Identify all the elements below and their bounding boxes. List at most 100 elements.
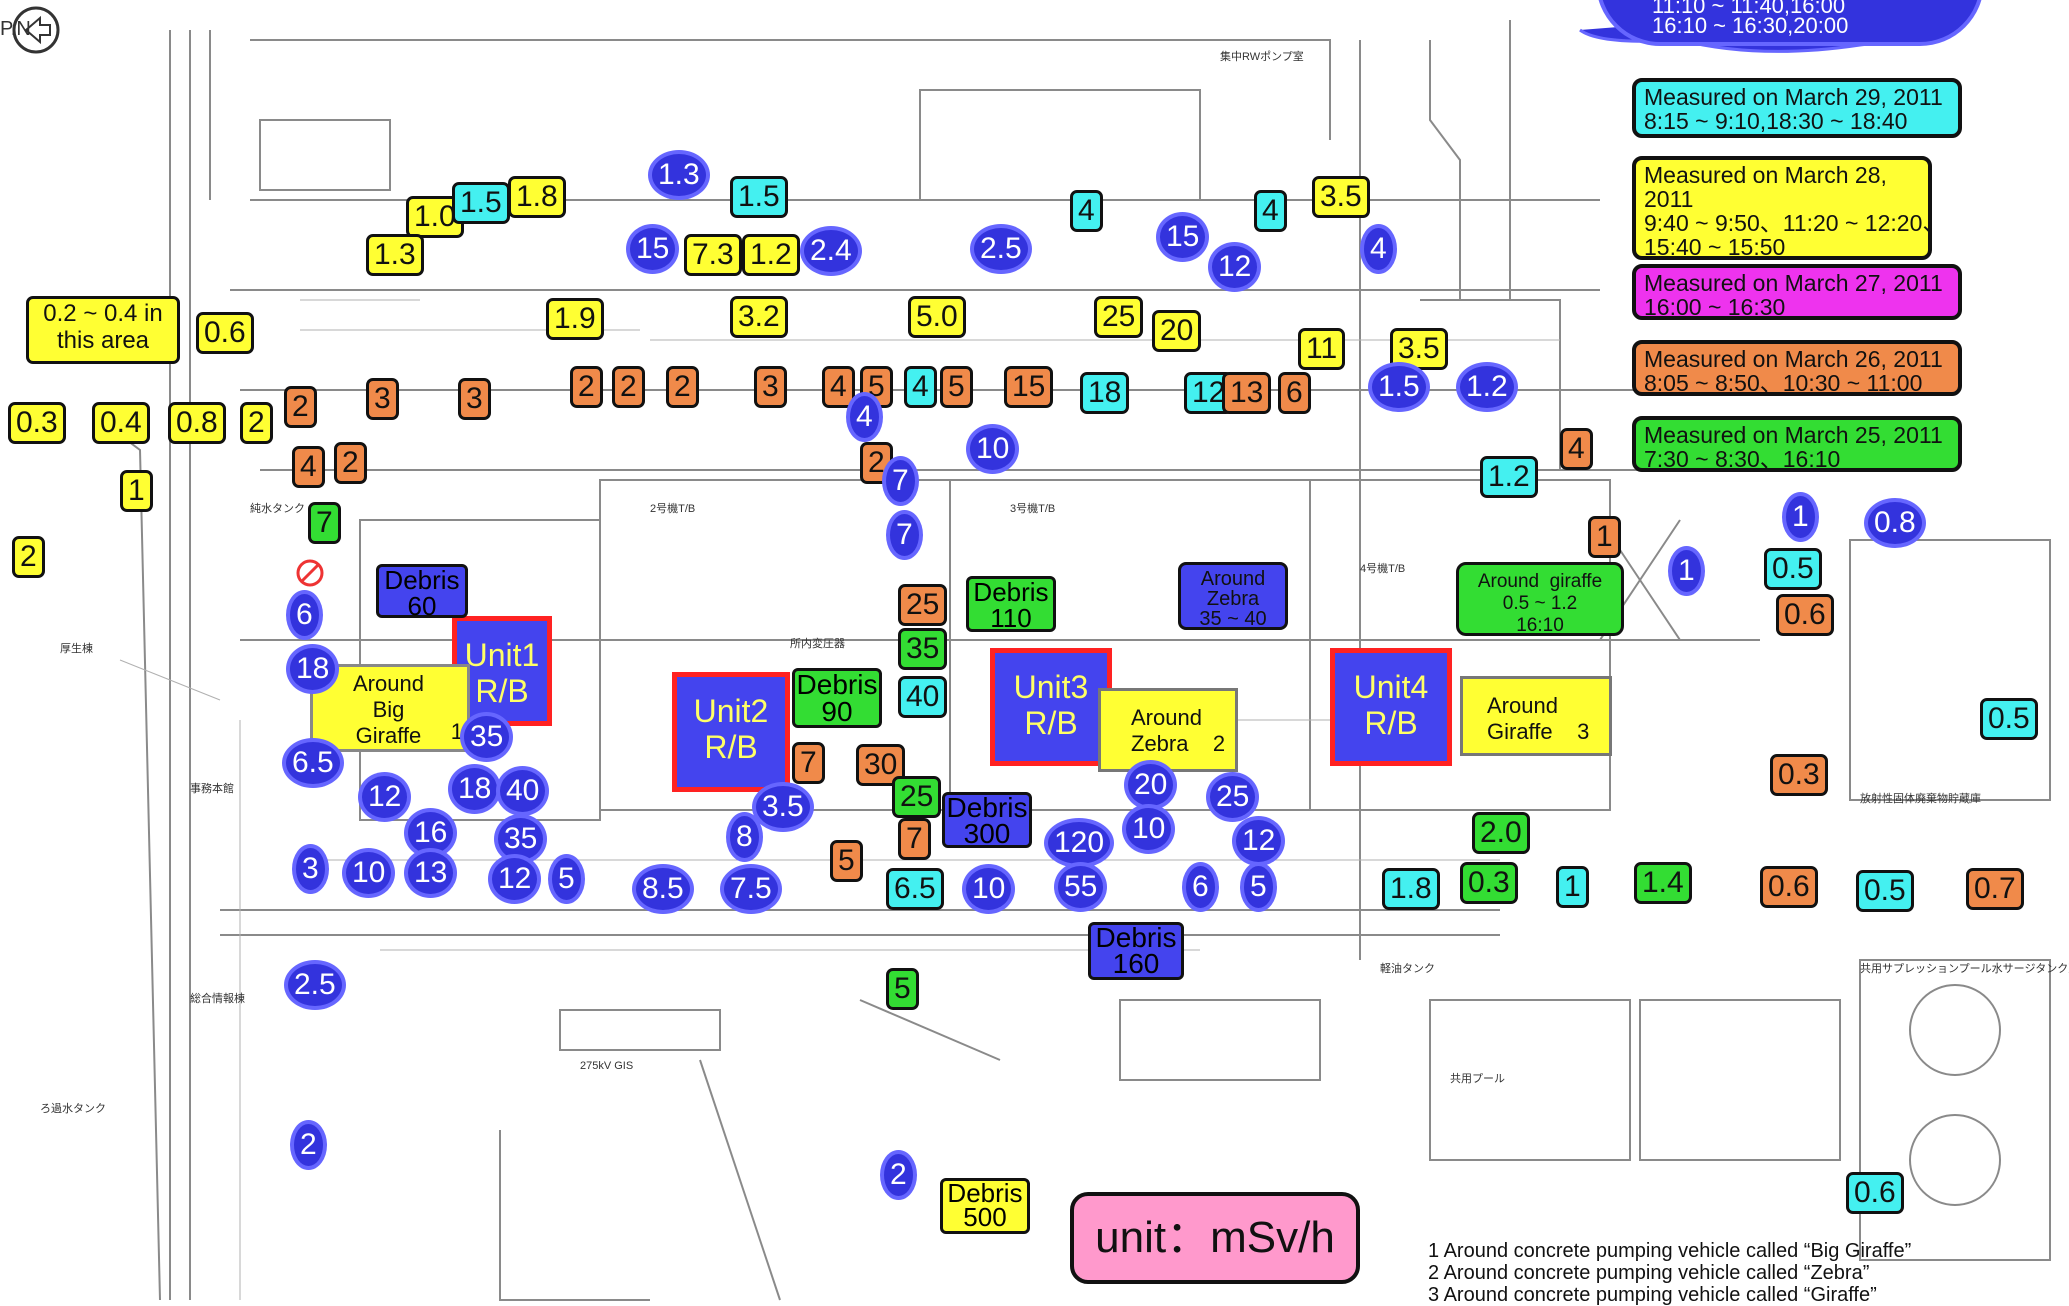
dose-cloud-reading: 6 [1186,866,1215,908]
dose-reading: 25 [898,584,948,626]
dose-cloud-reading: 40 [500,770,546,812]
dose-reading: 3 [366,378,399,420]
dose-reading: 1.8 [508,176,566,218]
dose-cloud-reading: 25 [1210,776,1256,818]
dose-cloud-reading: 1.3 [652,154,706,196]
unit-label: unit：mSv/h [1070,1192,1360,1284]
dose-cloud-reading: 5 [552,858,581,900]
dose-cloud-reading: 1 [1672,550,1701,592]
label-common-pool: 共用プール [1450,1073,1505,1085]
dose-cloud-reading: 7.5 [724,868,778,910]
legend-item: Measured on March 25, 2011 7:30 ~ 8:30、1… [1632,416,1962,472]
dose-cloud-reading: 1 [1786,496,1815,538]
zebra-blue-area: Around Zebra 35 ~ 40 [1178,562,1288,630]
legend-item: Measured on March 27, 2011 16:00 ~ 16:30 [1632,264,1962,320]
dose-cloud-reading: 15 [630,228,676,270]
dose-reading: 7 [792,742,825,784]
dose-reading: 2 [612,366,645,408]
dose-reading: 0.6 [1846,1172,1904,1214]
dose-cloud-reading: 8.5 [636,868,690,910]
dose-reading: 4 [1560,428,1593,470]
dose-reading: 4 [1070,190,1103,232]
dose-reading: 25 [892,776,942,818]
dose-cloud-reading: 16 [408,812,454,854]
dose-cloud-reading: 12 [362,776,408,818]
label-filtered-water-tank: ろ過水タンク [40,1103,106,1115]
dose-reading: 0.5 [1856,870,1914,912]
dose-reading: 3.5 [1390,328,1448,370]
dose-cloud-reading: 4 [1364,228,1393,270]
dose-reading: 1.8 [1382,868,1440,910]
dose-cloud-reading: 2.5 [288,964,342,1006]
dose-reading: 2.0 [1472,812,1530,854]
dose-reading: 7 [308,502,341,544]
dose-reading: 2 [334,442,367,484]
dose-cloud-reading: 15 [1160,216,1206,258]
big-giraffe-area: Around Big Giraffe 1 [310,664,470,752]
label-rw-pump-room: 集中RWポンプ室 [1220,51,1304,63]
dose-cloud-reading: 20 [1128,764,1174,806]
unit2-reactor-building: Unit2 R/B [672,672,790,792]
dose-reading: 1.9 [546,298,604,340]
label-light-oil-tank: 軽油タンク [1380,963,1435,975]
dose-reading: 0.5 [1980,698,2038,740]
dose-cloud-reading: 1.2 [1460,366,1514,408]
dose-reading: 6 [1278,372,1311,414]
label-gis: 275kV GIS [580,1060,634,1072]
dose-reading: 0.3 [1770,754,1828,796]
dose-reading: 0.3 [1460,862,1518,904]
dose-cloud-reading: 120 [1048,822,1111,864]
dose-cloud-reading: 6.5 [286,742,340,784]
dose-reading: 2 [12,536,45,578]
dose-reading: 3 [458,378,491,420]
dose-cloud-reading: 10 [970,428,1016,470]
dose-cloud-reading: 13 [408,852,454,894]
dose-reading: 6.5 [886,868,944,910]
dose-reading: 20 [1152,310,1202,352]
dose-reading: 35 [898,628,948,670]
dose-reading: 0.6 [196,312,254,354]
debris-160: Debris 160 [1088,922,1184,980]
dose-cloud-reading: 5 [1244,866,1273,908]
dose-cloud-reading: 10 [346,852,392,894]
dose-reading: 0.6 [1776,594,1834,636]
dose-reading: 1.5 [730,176,788,218]
dose-reading: 25 [1094,296,1144,338]
cloud-legend-text: 11:10 ~ 11:40,16:00 16:10 ~ 16:30,20:00 [1652,0,1849,38]
dose-cloud-reading: 2 [294,1124,323,1166]
dose-cloud-reading: 3.5 [756,786,810,828]
label-unit2-tb: 2号機T/B [650,503,696,515]
north-label: P.N [0,18,31,40]
dose-reading: 1.4 [1634,862,1692,904]
big-giraffe-number: 1 [450,719,463,744]
dose-reading: 2 [570,366,603,408]
note-giraffe: 3 Around concrete pumping vehicle called… [1428,1284,1877,1306]
dose-cloud-reading: 8 [730,816,759,858]
dose-reading: 1.3 [366,234,424,276]
dose-reading: 3.5 [1312,176,1370,218]
unit4-reactor-building: Unit4 R/B [1330,648,1452,766]
dose-cloud-reading: 2 [884,1154,913,1196]
note-zebra: 2 Around concrete pumping vehicle called… [1428,1262,1870,1284]
label-unit3-tb: 3号機T/B [1010,503,1056,515]
label-main-office: 事務本館 [190,783,234,795]
dose-cloud-reading: 2.5 [974,228,1028,270]
dose-reading: 18 [1080,372,1130,414]
zebra-area: Around Zebra 2 [1098,688,1238,772]
dose-cloud-reading: 35 [464,716,510,758]
dose-reading: 0.6 [1760,866,1818,908]
dose-reading: 1.5 [452,182,510,224]
dose-reading: 1.2 [742,234,800,276]
dose-reading: 7 [898,818,931,860]
label-pure-water-tank: 純水タンク [250,503,305,515]
label-station-transformer: 所内変圧器 [790,638,845,650]
dose-cloud-reading: 18 [452,768,498,810]
label-welfare-building: 厚生棟 [60,643,93,655]
dose-cloud-reading: 3 [296,848,325,890]
dose-cloud-reading: 10 [1126,808,1172,850]
debris-90: Debris 90 [792,668,882,728]
cloud-legend: 11:10 ~ 11:40,16:00 16:10 ~ 16:30,20:00 [1600,0,1980,42]
this-area-label: 0.2 ~ 0.4 in this area [26,296,180,364]
dose-cloud-reading: 6 [290,594,319,636]
legend-item: Measured on March 26, 2011 8:05 ~ 8:50、1… [1632,340,1962,396]
